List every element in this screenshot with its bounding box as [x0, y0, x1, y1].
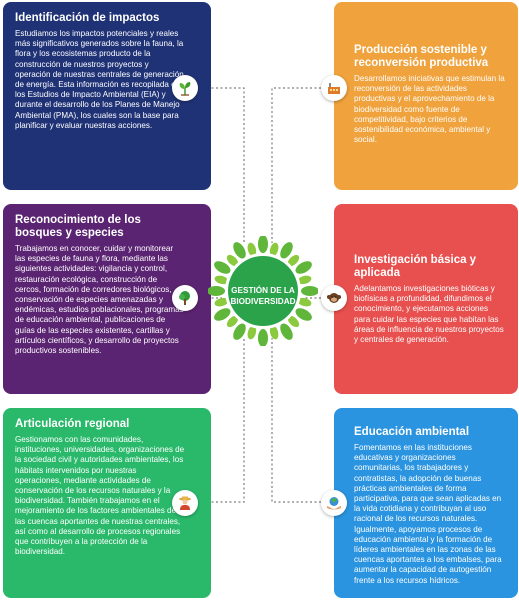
globe-hands-icon	[321, 490, 347, 516]
card-body: Desarrollamos iniciativas que estimulan …	[354, 74, 505, 145]
card-body: Trabajamos en conocer, cuidar y monitore…	[15, 244, 184, 356]
tree-icon	[172, 285, 198, 311]
card-title: Reconocimiento de los bosques y especies	[15, 214, 141, 239]
hub-title-line1: GESTIÓN DE LA	[231, 286, 295, 295]
factory-icon	[321, 75, 347, 101]
hub-title: GESTIÓN DE LA BIODIVERSIDAD	[222, 285, 304, 307]
card-investigacion: Investigación básica y aplicada Adelanta…	[334, 204, 518, 394]
farmer-icon	[172, 490, 198, 516]
plant-sprout-icon	[172, 75, 198, 101]
monkey-icon	[321, 285, 347, 311]
card-title: Educación ambiental	[354, 426, 470, 438]
card-title: Investigación básica y aplicada	[354, 254, 477, 279]
biodiversity-hub	[208, 236, 318, 346]
card-produccion-sostenible: Producción sostenible y reconversión pro…	[334, 2, 518, 190]
card-body: Estudiamos los impactos potenciales y re…	[15, 29, 184, 130]
card-body: Gestionamos con las comunidades, institu…	[15, 435, 185, 557]
card-educacion-ambiental: Educación ambiental Fomentamos en las in…	[334, 408, 518, 598]
hub-title-line2: BIODIVERSIDAD	[230, 297, 296, 306]
card-body: Adelantamos investigaciones bióticas y b…	[354, 284, 504, 345]
leaf-wreath-icon	[208, 236, 318, 346]
card-title: Identificación de impactos	[15, 12, 160, 24]
card-body: Fomentamos en las instituciones educativ…	[354, 443, 502, 585]
card-title: Articulación regional	[15, 418, 130, 430]
card-title: Producción sostenible y reconversión pro…	[354, 44, 489, 69]
